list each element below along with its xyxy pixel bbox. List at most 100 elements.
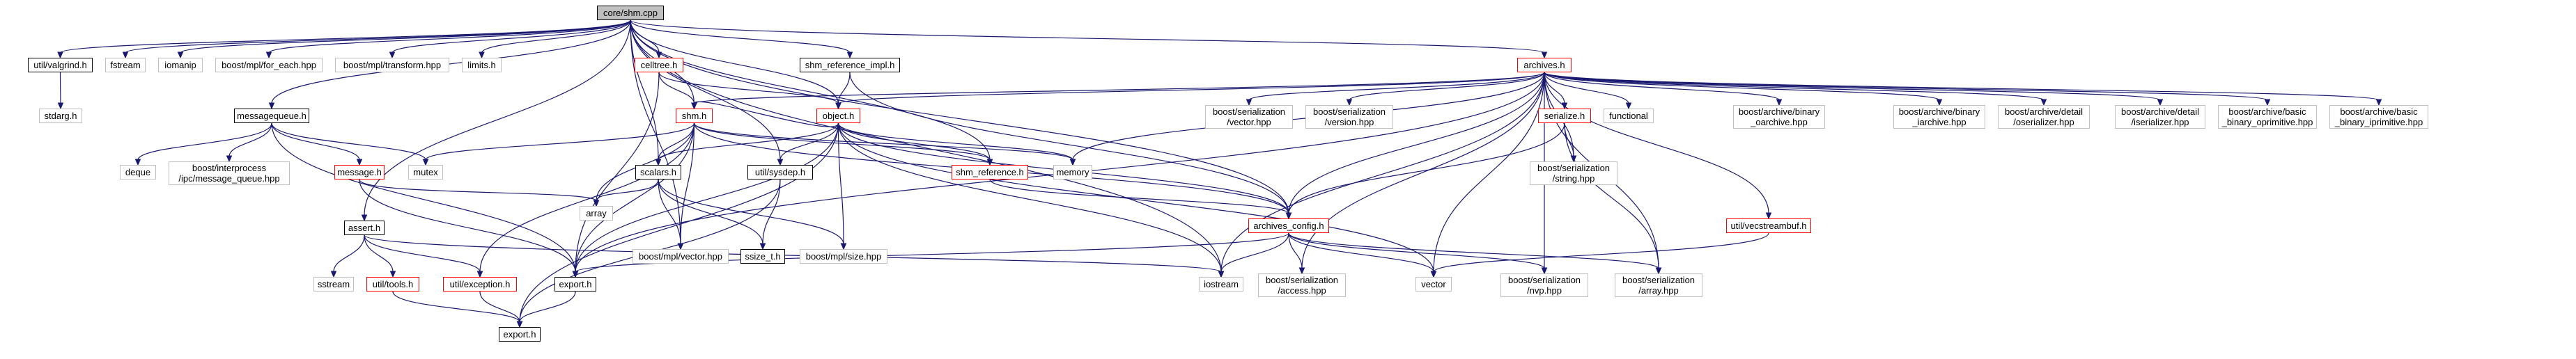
node-serialize-h[interactable]: serialize.h: [1538, 109, 1591, 123]
node-util-tools-h[interactable]: util/tools.h: [366, 277, 419, 292]
edge-core_shm_cpp-to-util_valgrind_h: [59, 19, 631, 54]
edge-messagequeue_h-to-mutex: [271, 122, 426, 161]
node-shm-reference-h[interactable]: shm_reference.h: [952, 165, 1028, 180]
node-boost-serialization-nvp-hpp: boost/serialization /nvp.hpp: [1500, 273, 1588, 297]
edge-shm_reference_h-to-archives_config_h: [989, 179, 1289, 214]
node-archives-h[interactable]: archives.h: [1517, 58, 1572, 72]
node-boost-mpl-transform-hpp: boost/mpl/transform.hpp: [335, 58, 449, 72]
arrowhead-scalars_h-to-boost_mpl_vector_hpp: [677, 243, 684, 250]
arrowhead-object_h-to-scalars_h: [655, 159, 662, 166]
edge-core_shm_cpp-to-boost_mpl_for_each_hpp: [268, 19, 631, 54]
edge-shm_reference_impl_h-to-archives_config_h: [849, 72, 1289, 214]
edge-core_shm_cpp-to-messagequeue_h: [271, 19, 631, 104]
node-assert-h[interactable]: assert.h: [344, 221, 385, 235]
node-boost-archive-detail-oserializer-hpp: boost/archive/detail /oserializer.hpp: [1998, 105, 2090, 129]
arrowhead-core_shm_cpp-to-boost_mpl_transform_hpp: [389, 51, 396, 59]
arrowhead-archives_h-to-boost_archive_binary_iarchive_hpp: [1936, 99, 1943, 106]
node-celltree-h[interactable]: celltree.h: [635, 58, 683, 72]
node-export-h-1[interactable]: export.h: [554, 277, 596, 292]
node-util-vecstreambuf-h[interactable]: util/vecstreambuf.h: [1726, 218, 1811, 233]
edge-assert_h-to-util_exception_h: [364, 234, 481, 273]
edge-archives_h-to-boost_serialization_vector_hpp: [1248, 72, 1545, 101]
arrowhead-archives_config_h-to-export_h_1: [572, 271, 579, 278]
edge-core_shm_cpp-to-limits_h: [481, 19, 631, 54]
edge-scalars_h-to-ssize_t_h: [658, 179, 763, 245]
arrowhead-core_shm_cpp-to-archives_h: [1541, 51, 1548, 59]
edge-assert_h-to-util_tools_h: [364, 234, 394, 273]
edge-messagequeue_h-to-boost_interprocess_ipc_message_queue_hpp: [228, 122, 272, 157]
arrowhead-util_sysdep_h-to-ssize_t_h: [759, 243, 766, 250]
arrowhead-scalars_h-to-array: [593, 200, 600, 207]
node-boost-serialization-access-hpp: boost/serialization /access.hpp: [1258, 273, 1346, 297]
edge-object_h-to-shm_reference_h: [837, 122, 991, 161]
arrowhead-assert_h-to-sstream: [330, 271, 337, 278]
edge-archives_config_h-to-export_h_1: [575, 232, 1289, 273]
arrowhead-assert_h-to-util_tools_h: [389, 271, 396, 278]
edge-object_h-to-boost_mpl_size_hpp: [837, 122, 844, 245]
node-object-h[interactable]: object.h: [816, 109, 860, 123]
arrowhead-core_shm_cpp-to-util_valgrind_h: [57, 51, 63, 59]
edge-core_shm_cpp-to-assert_h: [364, 19, 631, 216]
node-boost-mpl-size-hpp: boost/mpl/size.hpp: [800, 249, 887, 264]
node-boost-interprocess-ipc-message-queue-hpp: boost/interprocess /ipc/message_queue.hp…: [169, 161, 290, 185]
arrowhead-archives_h-to-boost_archive_basic_binary_iprimitive_hpp: [2375, 99, 2382, 106]
edge-archives_h-to-vector: [1433, 72, 1545, 273]
arrowhead-archives_h-to-boost_archive_basic_binary_oprimitive_hpp: [2264, 99, 2271, 106]
edge-util_tools_h-to-export_h_2: [392, 291, 520, 323]
arrowhead-serialize_h-to-archives_config_h: [1285, 212, 1292, 220]
node-deque: deque: [120, 165, 156, 180]
arrowhead-messagequeue_h-to-boost_interprocess_ipc_message_queue_hpp: [226, 155, 233, 163]
edge-scalars_h-to-array: [596, 179, 659, 202]
edge-layer: [57, 19, 2382, 328]
arrowhead-assert_h-to-util_exception_h: [476, 271, 483, 278]
node-scalars-h[interactable]: scalars.h: [635, 165, 681, 180]
arrowhead-util_vecstreambuf_h-to-vector: [1430, 271, 1437, 278]
node-memory: memory: [1053, 165, 1092, 180]
edge-core_shm_cpp-to-scalars_h: [630, 19, 659, 161]
node-util-exception-h[interactable]: util/exception.h: [443, 277, 517, 292]
node-archives-config-h[interactable]: archives_config.h: [1248, 218, 1329, 233]
arrowhead-archives_h-to-boost_archive_binary_oarchive_hpp: [1776, 99, 1783, 106]
edge-serialize_h-to-boost_serialization_array_hpp: [1564, 122, 1659, 269]
arrowhead-core_shm_cpp-to-shm_reference_impl_h: [846, 51, 853, 59]
node-core-shm-cpp[interactable]: core/shm.cpp: [597, 6, 664, 20]
edge-assert_h-to-sstream: [333, 234, 365, 273]
edge-core_shm_cpp-to-iomanip: [180, 19, 631, 54]
edge-assert_h-to-iostream: [364, 234, 1222, 273]
node-export-h-2[interactable]: export.h: [499, 327, 541, 342]
node-shm-reference-impl-h[interactable]: shm_reference_impl.h: [800, 58, 900, 72]
arrowhead-assert_h-to-iostream: [1218, 271, 1225, 278]
edge-archives_config_h-to-boost_serialization_array_hpp: [1288, 232, 1659, 269]
arrowhead-core_shm_cpp-to-iomanip: [177, 51, 184, 59]
edge-archives_h-to-boost_archive_basic_binary_iprimitive_hpp: [1544, 72, 2380, 101]
node-shm-h[interactable]: shm.h: [676, 109, 713, 123]
arrowhead-messagequeue_h-to-deque: [134, 159, 141, 166]
node-boost-serialization-vector-hpp: boost/serialization /vector.hpp: [1205, 105, 1293, 129]
node-boost-archive-basic-binary-iprimitive-hpp: boost/archive/basic _binary_iprimitive.h…: [2329, 105, 2428, 129]
node-boost-archive-detail-iserializer-hpp: boost/archive/detail /iserializer.hpp: [2115, 105, 2205, 129]
arrowhead-archives_h-to-object_h: [835, 102, 841, 110]
edge-archives_config_h-to-vector: [1288, 232, 1434, 273]
edge-archives_h-to-shm_h: [693, 72, 1545, 104]
edge-archives_h-to-boost_archive_detail_oserializer_hpp: [1544, 72, 2044, 101]
arrowhead-core_shm_cpp-to-assert_h: [361, 214, 368, 222]
edge-object_h-to-scalars_h: [658, 122, 839, 161]
node-util-valgrind-h[interactable]: util/valgrind.h: [28, 58, 93, 72]
node-util-sysdep-h[interactable]: util/sysdep.h: [747, 165, 813, 180]
node-iomanip: iomanip: [158, 58, 203, 72]
node-ssize-t-h[interactable]: ssize_t.h: [740, 249, 785, 264]
node-messagequeue-h[interactable]: messagequeue.h: [234, 109, 309, 123]
arrowhead-archives_h-to-boost_archive_detail_iserializer_hpp: [2157, 99, 2164, 106]
arrowhead-archives_h-to-shm_h: [691, 102, 697, 110]
edge-shm_h-to-memory: [693, 122, 1073, 161]
node-fstream: fstream: [105, 58, 146, 72]
node-array: array: [580, 206, 613, 221]
arrowhead-archives_h-to-functional: [1625, 102, 1632, 110]
node-boost-serialization-string-hpp: boost/serialization /string.hpp: [1530, 161, 1617, 185]
edge-archives_h-to-boost_archive_basic_binary_oprimitive_hpp: [1544, 72, 2268, 101]
arrowhead-scalars_h-to-boost_mpl_size_hpp: [840, 243, 847, 250]
edge-util_vecstreambuf_h-to-vector: [1433, 232, 1769, 273]
node-message-h[interactable]: message.h: [334, 165, 385, 180]
edge-messagequeue_h-to-message_h: [271, 122, 360, 161]
